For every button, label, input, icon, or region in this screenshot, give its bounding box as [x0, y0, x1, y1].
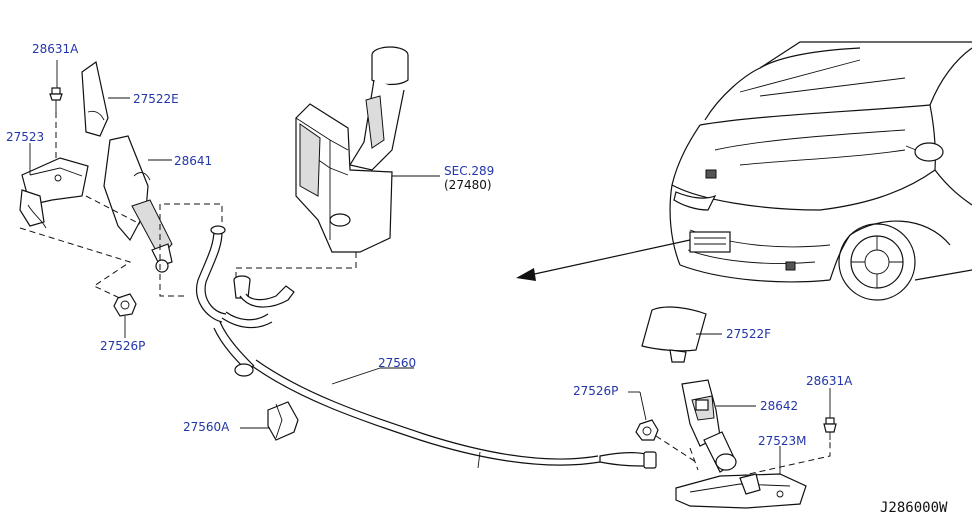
label-27523[interactable]: 27523 — [6, 130, 45, 144]
label-27523m[interactable]: 27523M — [758, 434, 807, 448]
label-27560[interactable]: 27560 — [378, 356, 417, 370]
hose-clip — [240, 401, 299, 441]
right-nozzle-assembly — [628, 306, 837, 509]
label-28631a-top[interactable]: 28631A — [32, 42, 79, 56]
washer-hose — [196, 225, 657, 469]
reference-arrow — [516, 239, 691, 281]
label-27522f[interactable]: 27522F — [726, 327, 772, 341]
label-28631a-right[interactable]: 28631A — [806, 374, 853, 388]
label-28642[interactable]: 28642 — [760, 399, 799, 413]
diagram-code: J286000W — [880, 500, 948, 516]
vehicle-illustration — [669, 41, 972, 301]
label-27560a[interactable]: 27560A — [183, 420, 230, 434]
washer-tank — [184, 46, 440, 282]
label-27526p-right[interactable]: 27526P — [573, 384, 619, 398]
label-sec-289[interactable]: SEC.289 — [444, 164, 495, 178]
label-sec-289-sub: (27480) — [444, 178, 492, 192]
label-27522e[interactable]: 27522E — [133, 92, 179, 106]
label-27526p-left[interactable]: 27526P — [100, 339, 146, 353]
left-nozzle-assembly — [19, 60, 184, 338]
label-28641[interactable]: 28641 — [174, 154, 213, 168]
